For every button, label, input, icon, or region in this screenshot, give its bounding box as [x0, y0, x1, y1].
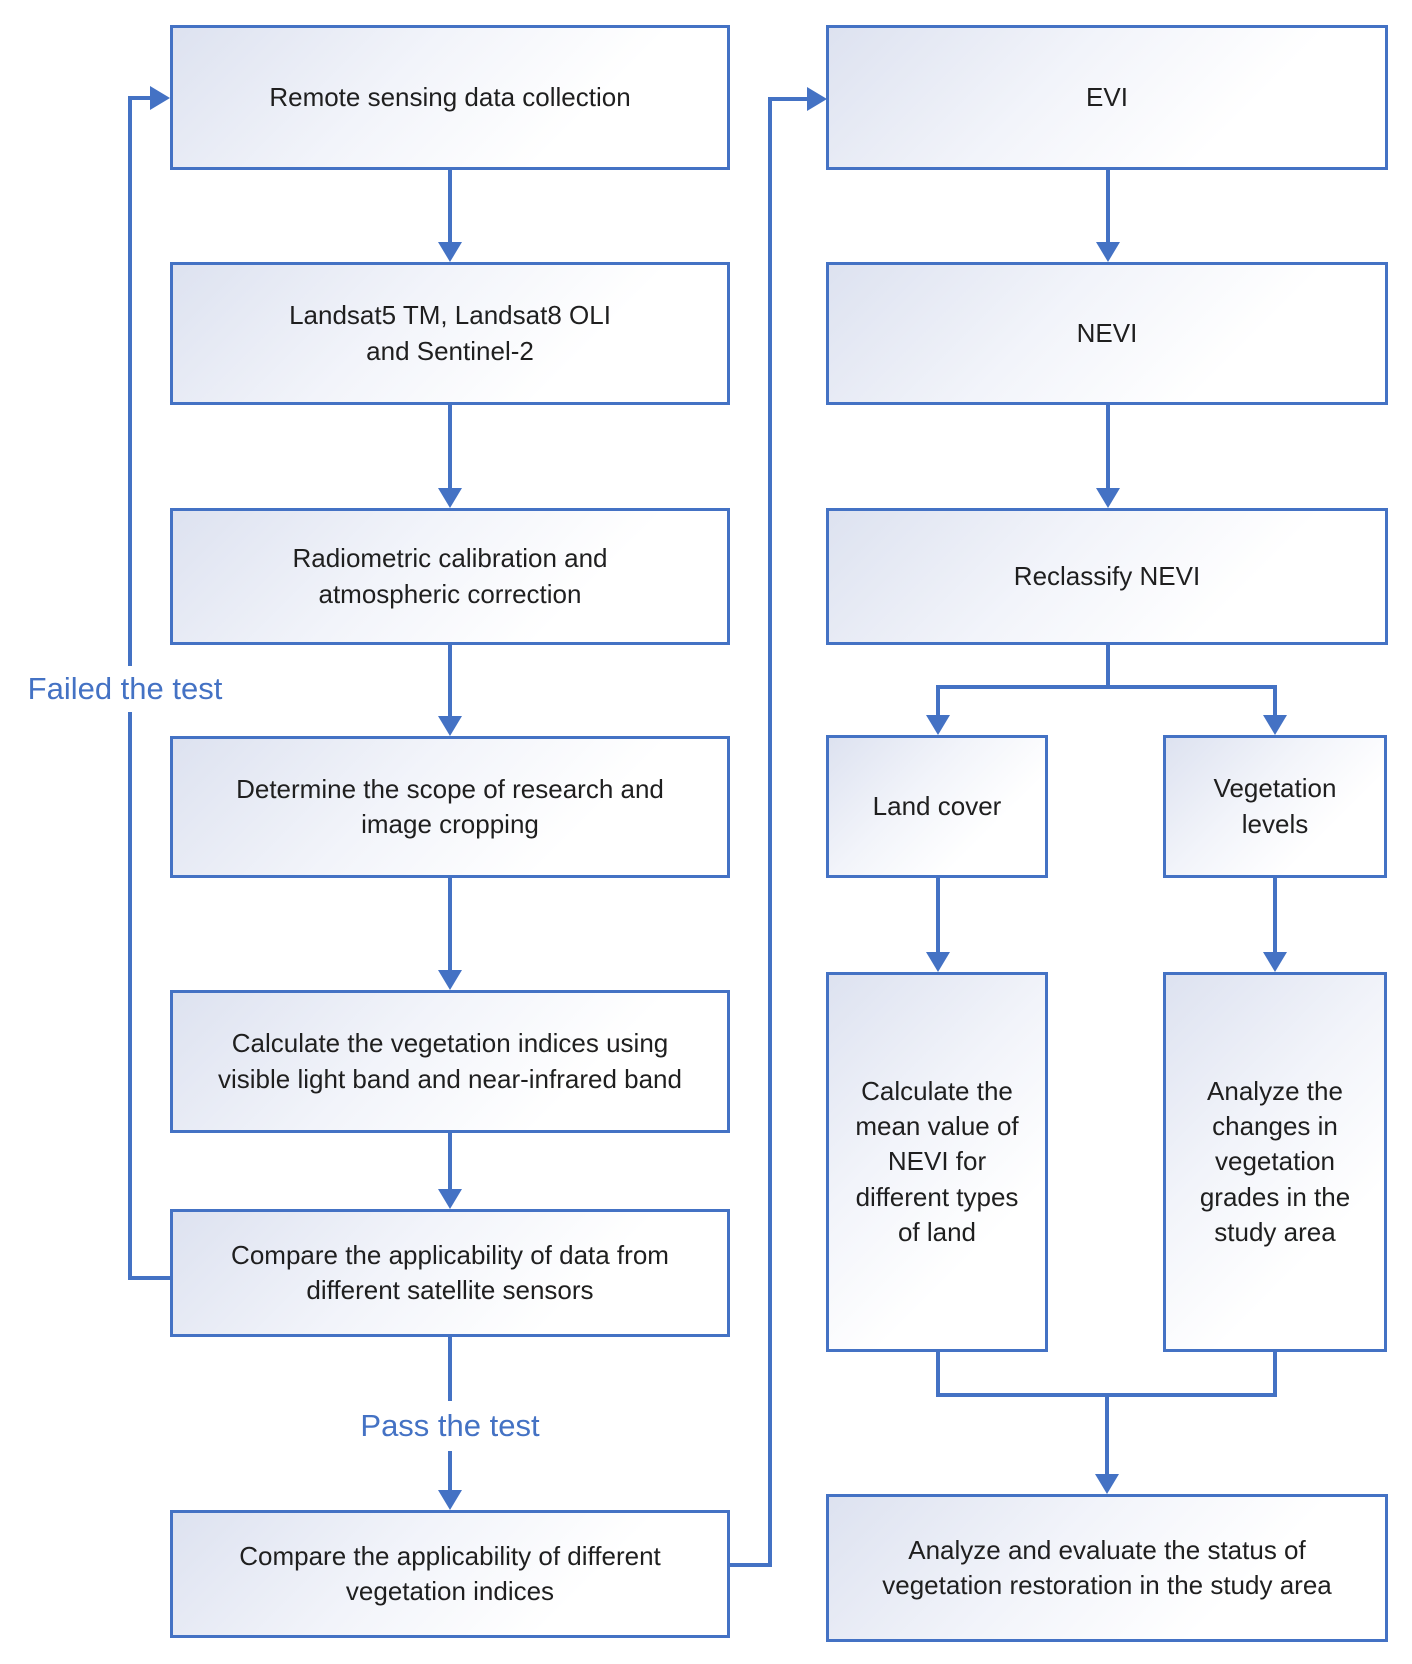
node-landsat-sentinel: Landsat5 TM, Landsat8 OLI and Sentinel-2: [170, 262, 730, 405]
node-evi: EVI: [826, 25, 1388, 170]
connector-nevi-to-reclassify-line: [1106, 405, 1110, 492]
feedback-loop-arrowhead: [150, 86, 170, 110]
connector-landsat-to-radiometric-line: [448, 405, 452, 492]
feedback-loop-top-line: [128, 96, 152, 100]
crosslink-vertical-line: [768, 97, 772, 1567]
split-stem-line: [1106, 645, 1110, 689]
node-label: Calculate the vegetation indices using v…: [218, 1028, 682, 1094]
connector-evi-to-nevi-arrowhead: [1096, 242, 1120, 262]
node-land-cover: Land cover: [826, 735, 1048, 878]
split-horizontal-line: [936, 685, 1277, 689]
connector-landcover-to-calcmean-line: [936, 878, 940, 954]
split-right-arrowhead: [1263, 715, 1287, 735]
node-label: Calculate the mean value of NEVI for dif…: [855, 1076, 1019, 1247]
node-label: Vegetation levels: [1213, 773, 1337, 839]
node-vegetation-levels: Vegetation levels: [1163, 735, 1387, 878]
merge-right-drop-line: [1273, 1352, 1277, 1397]
node-nevi: NEVI: [826, 262, 1388, 405]
connector-remote-to-landsat-arrowhead: [438, 242, 462, 262]
node-calculate-mean-nevi: Calculate the mean value of NEVI for dif…: [826, 972, 1048, 1352]
node-radiometric-calibration: Radiometric calibration and atmospheric …: [170, 508, 730, 645]
node-label: Compare the applicability of data from d…: [231, 1239, 669, 1305]
node-label: EVI: [1086, 81, 1128, 112]
node-label: Determine the scope of research and imag…: [236, 773, 664, 839]
split-right-drop-line: [1273, 685, 1277, 717]
connector-landcover-to-calcmean-arrowhead: [926, 952, 950, 972]
node-compare-satellite-sensors: Compare the applicability of data from d…: [170, 1209, 730, 1337]
connector-calcindices-to-comparesensors-line: [448, 1133, 452, 1193]
node-label: Compare the applicability of different v…: [239, 1540, 661, 1606]
edge-label-pass-the-test: Pass the test: [340, 1401, 560, 1451]
node-determine-scope: Determine the scope of research and imag…: [170, 736, 730, 878]
split-left-arrowhead: [926, 715, 950, 735]
node-label: NEVI: [1076, 317, 1138, 348]
feedback-loop-bottom-line: [128, 1276, 170, 1280]
crosslink-bottom-line: [730, 1563, 772, 1567]
node-label: Land cover: [872, 790, 1002, 821]
node-calculate-vegetation-indices: Calculate the vegetation indices using v…: [170, 990, 730, 1133]
connector-veglevels-to-analyzechanges-line: [1273, 878, 1277, 954]
node-compare-vegetation-indices: Compare the applicability of different v…: [170, 1510, 730, 1638]
connector-veglevels-to-analyzechanges-arrowhead: [1263, 952, 1287, 972]
connector-radiometric-to-scope-line: [448, 645, 452, 720]
connector-landsat-to-radiometric-arrowhead: [438, 488, 462, 508]
connector-calcindices-to-comparesensors-arrowhead: [438, 1189, 462, 1209]
node-reclassify-nevi: Reclassify NEVI: [826, 508, 1388, 645]
node-analyze-evaluate-restoration: Analyze and evaluate the status of veget…: [826, 1494, 1388, 1642]
node-label: Remote sensing data collection: [269, 81, 631, 112]
crosslink-arrowhead: [807, 87, 827, 111]
node-remote-sensing-data-collection: Remote sensing data collection: [170, 25, 730, 170]
connector-scope-to-calcindices-arrowhead: [438, 970, 462, 990]
node-label: Analyze the changes in vegetation grades…: [1199, 1076, 1351, 1247]
node-label: Landsat5 TM, Landsat8 OLI and Sentinel-2: [289, 300, 611, 366]
split-left-drop-line: [936, 685, 940, 717]
connector-scope-to-calcindices-line: [448, 878, 452, 974]
connector-comparesensors-to-compareindices-arrowhead: [438, 1490, 462, 1510]
connector-remote-to-landsat-line: [448, 170, 452, 246]
node-label: Radiometric calibration and atmospheric …: [292, 543, 608, 609]
edge-label-failed-the-test: Failed the test: [12, 666, 238, 712]
node-label: Reclassify NEVI: [1013, 560, 1201, 591]
crosslink-top-line: [768, 97, 808, 101]
merge-left-drop-line: [936, 1352, 940, 1397]
node-label: Analyze and evaluate the status of veget…: [882, 1534, 1332, 1600]
merge-arrowhead: [1095, 1474, 1119, 1494]
connector-nevi-to-reclassify-arrowhead: [1096, 488, 1120, 508]
node-analyze-vegetation-grades: Analyze the changes in vegetation grades…: [1163, 972, 1387, 1352]
merge-stem-line: [1105, 1393, 1109, 1478]
connector-evi-to-nevi-line: [1106, 170, 1110, 246]
connector-radiometric-to-scope-arrowhead: [438, 716, 462, 736]
